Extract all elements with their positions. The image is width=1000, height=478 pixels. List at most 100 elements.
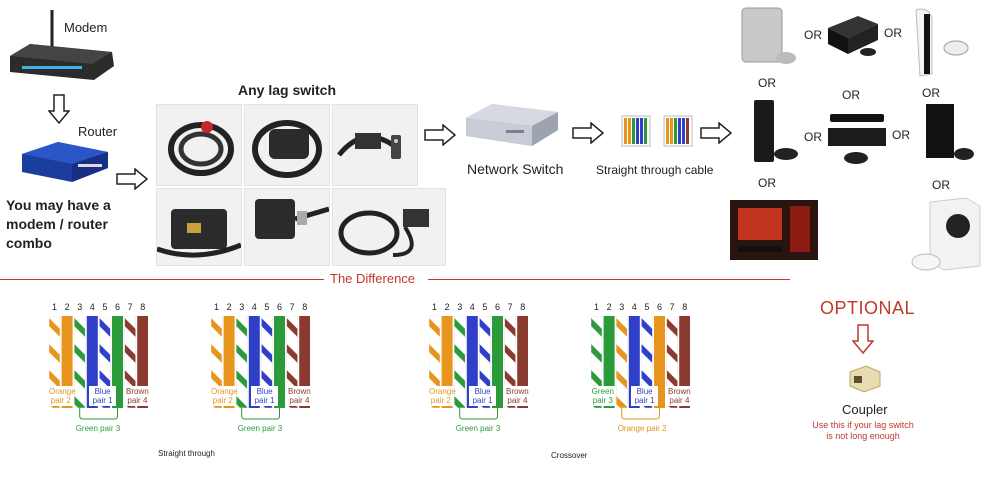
coupler-image	[846, 362, 884, 394]
wire-solid	[441, 316, 453, 408]
pin-number: 7	[289, 302, 295, 312]
ps4-image	[824, 10, 880, 58]
optional-heading: OPTIONAL	[820, 298, 916, 318]
pin-number: 1	[214, 302, 220, 312]
right-arrow-icon	[572, 122, 604, 144]
straight-cable-image	[620, 114, 696, 154]
or-label: OR	[884, 26, 902, 40]
or-label: OR	[804, 130, 822, 144]
xbox-360-image	[748, 96, 804, 166]
lag-switch-photo-6	[332, 188, 446, 266]
pair-label-number: pair 2	[212, 396, 233, 405]
pin-number: 3	[239, 302, 245, 312]
pair-label-color: Brown	[668, 387, 691, 396]
pin-number: 5	[102, 302, 108, 312]
pin-number: 4	[631, 302, 637, 312]
bottom-pair-label: Green pair 3	[237, 424, 283, 433]
lag-switch-photo-3	[332, 104, 418, 186]
straight-through-caption: Straight through	[158, 449, 215, 458]
pin-number: 4	[251, 302, 257, 312]
pin-number: 2	[64, 302, 70, 312]
wire-striped	[429, 316, 441, 408]
combo-note: You may have a modem / router combo	[6, 196, 111, 253]
pair-label-number: pair 2	[430, 396, 451, 405]
pair-label-color: Blue	[256, 387, 273, 396]
pair-label-number: pair 1	[254, 396, 275, 405]
pair-label-color: Blue	[94, 387, 111, 396]
ps5-image	[906, 4, 970, 80]
pair-label-color: Blue	[474, 387, 491, 396]
or-label: OR	[932, 178, 950, 192]
or-label: OR	[758, 76, 776, 90]
wire-striped	[591, 316, 603, 408]
pin-number: 5	[264, 302, 270, 312]
pin-number: 8	[520, 302, 526, 312]
wire-striped	[666, 316, 678, 408]
pin-number: 8	[140, 302, 146, 312]
down-arrow-icon	[48, 94, 70, 124]
pin-number: 2	[444, 302, 450, 312]
wire-striped	[615, 316, 628, 408]
wire-striped	[641, 316, 653, 408]
pair-label-color: Orange	[49, 387, 76, 396]
wire-striped	[286, 316, 298, 408]
pin-number: 4	[469, 302, 475, 312]
or-label: OR	[804, 28, 822, 42]
wire-solid	[248, 316, 260, 408]
pin-number: 5	[482, 302, 488, 312]
or-label: OR	[922, 86, 940, 100]
pin-number: 6	[657, 302, 663, 312]
right-arrow-icon	[424, 124, 456, 146]
wire-set	[429, 316, 529, 408]
wire-solid	[679, 316, 691, 408]
pair-label-color: Brown	[506, 387, 529, 396]
wire-solid	[654, 316, 665, 408]
wire-set	[49, 316, 149, 408]
coupler-note-line-1: Use this if your lag switch	[812, 420, 914, 430]
wire-striped	[49, 316, 61, 408]
pin-number: 2	[606, 302, 612, 312]
wire-striped	[211, 316, 223, 408]
combo-note-line-2: modem / router	[6, 216, 108, 232]
wire-solid	[86, 316, 98, 408]
wire-solid	[274, 316, 285, 408]
pair-bracket	[241, 408, 280, 420]
wire-solid	[223, 316, 235, 408]
pair-label-color: Green	[591, 387, 614, 396]
bottom-pair-label: Green pair 3	[455, 424, 501, 433]
pc-image	[730, 200, 818, 260]
pair-label-number: pair 1	[92, 396, 113, 405]
pair-label-number: pair 2	[50, 396, 71, 405]
pair-bracket	[79, 408, 118, 420]
xbox-one-image	[826, 112, 888, 166]
pair-label-number: pair 4	[669, 396, 690, 405]
or-label: OR	[892, 128, 910, 142]
pin-number: 5	[644, 302, 650, 312]
network-switch-image	[462, 100, 562, 152]
wire-solid	[628, 316, 640, 408]
wire-solid	[603, 316, 615, 408]
pair-label-color: Orange	[429, 387, 456, 396]
pair-label-color: Brown	[288, 387, 311, 396]
pair-bracket	[459, 408, 498, 420]
pair-label-number: pair 4	[127, 396, 148, 405]
wire-set	[591, 316, 691, 408]
pin-number: 6	[495, 302, 501, 312]
pair-label-color: Orange	[211, 387, 238, 396]
pin-number: 1	[52, 302, 58, 312]
pin-number: 4	[89, 302, 95, 312]
lag-switch-photo-2	[244, 104, 330, 186]
network-switch-label: Network Switch	[467, 161, 564, 177]
pair-bracket	[621, 408, 660, 420]
wire-striped	[124, 316, 136, 408]
right-arrow-icon	[700, 122, 732, 144]
lag-switch-label: Any lag switch	[238, 82, 337, 98]
pin-number: 6	[277, 302, 283, 312]
